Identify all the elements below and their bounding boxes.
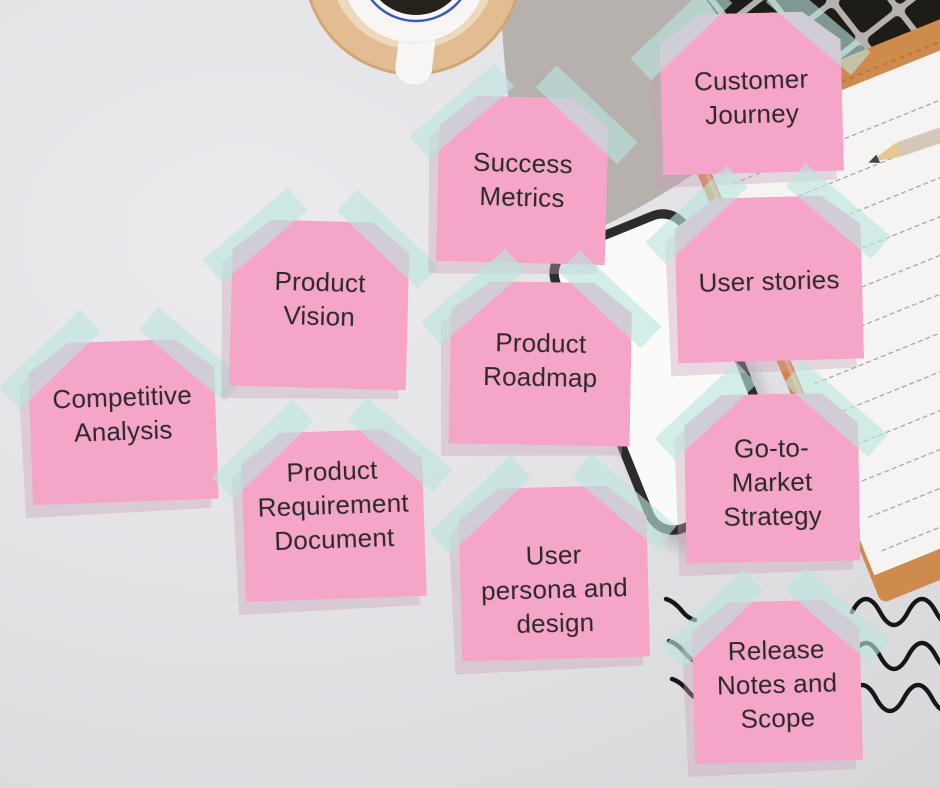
sticky-note-product-roadmap: Product Roadmap [421, 248, 662, 446]
sticky-note-label: Product Roadmap [482, 326, 598, 393]
sticky-note-competitive-analysis: Competitive Analysis [0, 307, 245, 505]
sticky-note-label: Competitive Analysis [51, 379, 193, 448]
sticky-note-label: User persona and design [480, 539, 629, 639]
sticky-note-success-metrics: Success Metrics [409, 63, 638, 265]
sticky-note-product-vision: Product Vision [202, 187, 439, 391]
pencil-icon [868, 115, 940, 163]
notebook-paper [701, 0, 940, 576]
sticky-note-release-notes-and-scope: Release Notes and Scope [662, 567, 890, 764]
sticky-note-label: Success Metrics [472, 146, 574, 214]
sticky-note-label: Customer Journey [693, 63, 809, 131]
coffee-cup-icon [308, 0, 518, 86]
sticky-note-label: Release Notes and Scope [716, 633, 838, 734]
sticky-note-label: Product Requirement Document [257, 454, 410, 557]
sticky-note-label: User stories [698, 264, 840, 298]
sticky-note-product-requirement-document: Product Requirement Document [211, 397, 453, 602]
sticky-note-user-stories: User stories [645, 163, 891, 364]
sticky-note-label: Product Vision [274, 265, 366, 332]
notebook [689, 0, 940, 602]
sticky-note-label: Go-to- Market Strategy [723, 432, 823, 532]
sticky-note-go-to-market-strategy: Go-to- Market Strategy [654, 360, 888, 563]
sticky-note-customer-journey: Customer Journey [630, 0, 871, 176]
sticky-note-user-persona-and-design: User persona and design [429, 453, 677, 662]
